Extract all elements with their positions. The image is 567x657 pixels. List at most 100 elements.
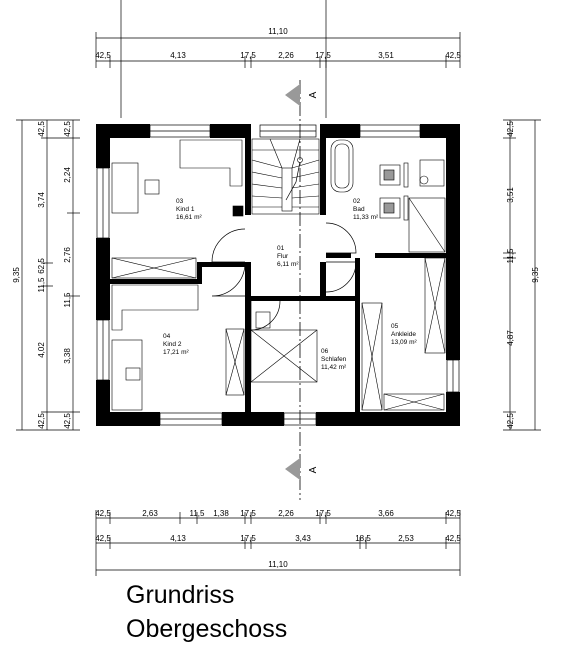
room-number: 02 — [353, 198, 361, 205]
bottom-dim-2-5: 18,5 — [355, 534, 371, 543]
room-label-flur: 01 Flur 6,11 m² — [277, 245, 299, 268]
bathtub — [330, 139, 354, 193]
top-dim-4: 2,26 — [278, 51, 294, 60]
top-dim-6: 3,51 — [378, 51, 394, 60]
shower — [408, 197, 446, 253]
room-area: 16,61 m² — [176, 214, 202, 221]
bottom-dim-1-6: 2,26 — [278, 509, 294, 518]
room-number: 01 — [277, 245, 285, 252]
door-ankleide — [325, 261, 357, 293]
top-dim-3: 17,5 — [240, 51, 256, 60]
sink-2 — [379, 197, 401, 219]
furniture — [111, 139, 446, 411]
room-name: Kind 2 — [163, 341, 182, 348]
doors — [211, 222, 357, 331]
right-dim-4: 4,87 — [506, 330, 515, 346]
closet-ankleide-2 — [361, 302, 383, 411]
room-label-ankleide: 05 Ankleide 13,09 m² — [391, 323, 417, 346]
section-line: A A — [285, 80, 319, 500]
door-kind1 — [211, 228, 246, 263]
section-arrow-bottom-icon — [285, 458, 300, 480]
bottom-dim-1-2: 2,63 — [142, 509, 158, 518]
wardrobe-kind1 — [111, 257, 197, 279]
wardrobe-kind2 — [225, 328, 245, 396]
room-number: 04 — [163, 333, 171, 340]
room-name: Kind 1 — [176, 206, 195, 213]
room-name: Schlafen — [321, 356, 347, 363]
right-dim-2: 3,51 — [506, 187, 515, 203]
room-number: 05 — [391, 323, 399, 330]
right-dim-5: 42,5 — [506, 413, 515, 429]
section-label-top: A — [308, 91, 319, 98]
bottom-dim-2-4: 3,43 — [295, 534, 311, 543]
bottom-dim-2-2: 4,13 — [170, 534, 186, 543]
room-label-kind2: 04 Kind 2 17,21 m² — [163, 333, 189, 356]
door-bad — [325, 222, 357, 254]
room-number: 06 — [321, 348, 329, 355]
bottom-dim-2-1: 42,5 — [95, 534, 111, 543]
top-dim-7: 42,5 — [445, 51, 461, 60]
bottom-dim-1-7: 17,5 — [315, 509, 331, 518]
room-area: 6,11 m² — [277, 261, 299, 268]
room-label-schlafen: 06 Schlafen 11,42 m² — [321, 348, 347, 371]
top-dim-5: 17,5 — [315, 51, 331, 60]
room-label-kind1: 03 Kind 1 16,61 m² — [176, 198, 202, 221]
bottom-dim-2-3: 17,5 — [240, 534, 256, 543]
room-name: Ankleide — [391, 331, 416, 338]
dimension-lines — [16, 0, 541, 576]
bottom-dim-1-5: 17,5 — [240, 509, 256, 518]
socket-icon — [232, 205, 244, 217]
walls — [96, 124, 460, 426]
left-inner-dim-4: 11,5 — [63, 292, 72, 308]
room-label-bad: 02 Bad 11,33 m² — [353, 198, 379, 221]
bed-kind2 — [111, 339, 143, 411]
left-inner-dim-3: 2,76 — [63, 247, 72, 263]
section-arrow-top-icon — [285, 84, 300, 106]
bottom-dim-2-6: 2,53 — [398, 534, 414, 543]
right-dimensions: 42,5 3,51 11,5 4,87 42,5 9,35 — [506, 121, 540, 429]
bottom-overall-dimension: 11,10 — [268, 560, 288, 569]
top-dim-2: 4,13 — [170, 51, 186, 60]
closet-ankleide-3 — [383, 393, 445, 411]
room-area: 11,33 m² — [353, 214, 379, 221]
bottom-row2-dimensions: 42,5 4,13 17,5 3,43 18,5 2,53 42,5 — [95, 534, 461, 543]
bottom-dim-1-4: 1,38 — [213, 509, 229, 518]
room-name: Flur — [277, 253, 289, 260]
left-inner-dim-1: 42,5 — [63, 121, 72, 137]
left-outer-dim-2: 3,74 — [37, 192, 46, 208]
door-schlafen — [250, 300, 281, 331]
staircase — [251, 138, 320, 215]
desk-kind1 — [111, 162, 139, 214]
bottom-dim-1-9: 42,5 — [445, 509, 461, 518]
bottom-dim-1-1: 42,5 — [95, 509, 111, 518]
left-inner-dim-5: 3,38 — [63, 348, 72, 364]
room-number: 03 — [176, 198, 184, 205]
left-outer-dim-3: 11,5 — [37, 277, 46, 293]
top-dim-1: 42,5 — [95, 51, 111, 60]
left-outer-dim-5: 4,02 — [37, 342, 46, 358]
plan-title-line1: Grundriss — [126, 581, 235, 609]
bottom-row1-dimensions: 42,5 2,63 11,5 1,38 17,5 2,26 17,5 3,66 … — [95, 509, 461, 518]
left-outer-dim-6: 42,5 — [37, 413, 46, 429]
shelf-kind2 — [111, 284, 199, 331]
chair-kind1 — [144, 179, 160, 195]
bed-schlafen — [250, 329, 318, 383]
bottom-dim-2-7: 42,5 — [445, 534, 461, 543]
top-overall-dimension: 11,10 — [268, 27, 288, 36]
top-segment-dimensions: 42,5 4,13 17,5 2,26 17,5 3,51 42,5 — [95, 51, 461, 60]
room-area: 13,09 m² — [391, 339, 417, 346]
left-inner-dim-2: 2,24 — [63, 167, 72, 183]
left-outer-dim-4: 62,5 — [37, 258, 46, 274]
room-name: Bad — [353, 206, 365, 213]
left-dimensions: 9,35 42,5 3,74 11,5 62,5 4,02 42,5 42,5 … — [12, 121, 72, 429]
plan-title-line2: Obergeschoss — [126, 615, 288, 643]
left-inner-dim-6: 42,5 — [63, 413, 72, 429]
closet-ankleide-1 — [424, 257, 446, 354]
door-kind2 — [211, 262, 246, 297]
room-area: 11,42 m² — [321, 364, 347, 371]
bed-kind1 — [179, 139, 243, 187]
left-outer-dim-1: 42,5 — [37, 121, 46, 137]
chair-kind2 — [125, 367, 141, 381]
toilet — [419, 159, 445, 187]
section-label-bottom: A — [308, 466, 319, 473]
